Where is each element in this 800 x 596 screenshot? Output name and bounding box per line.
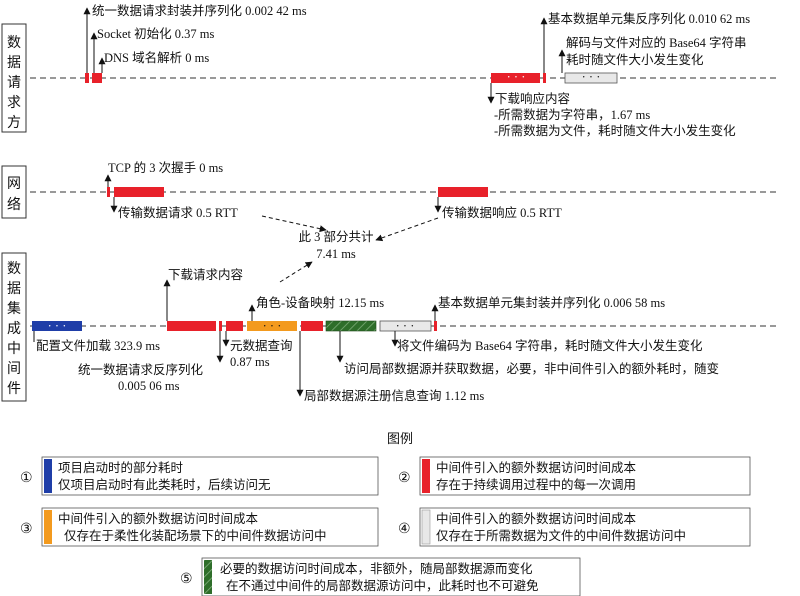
segment-mw-local-access: [325, 320, 377, 332]
legend-line1: 项目启动时的部分耗时: [58, 460, 184, 475]
arrow-total-from-response: [375, 217, 439, 242]
legend-line2: 仅存在于所需数据为文件的中间件数据访问中: [436, 528, 686, 543]
legend-box: [41, 507, 379, 547]
legend-num: ①: [20, 471, 33, 486]
legend-line2: 在不通过中间件的局部数据源访问中，此耗时也不可避免: [226, 578, 539, 593]
row-middleware-char: 成: [7, 321, 21, 337]
row-network-char: 络: [7, 197, 21, 213]
label-mw-config: 配置文件加载 323.9 ms: [36, 338, 160, 353]
row-label-middleware: 数 据 集 成 中 间 件: [1, 252, 27, 402]
segment-client-decode: [564, 72, 618, 84]
legend-swatch: [44, 459, 52, 493]
segment-network-tcp: [107, 187, 110, 197]
label-tcp: TCP 的 3 次握手 0 ms: [108, 160, 223, 175]
arrow-total-from-download: [279, 261, 313, 283]
label-download: 下载响应内容: [495, 91, 570, 106]
dots-mw-config: · · ·: [48, 319, 67, 333]
arrow-total-from-request: [261, 215, 327, 233]
label-mw-base64: 将文件编码为 Base64 字符串，耗时随文件大小发生变化: [397, 338, 703, 353]
segment-mw-config: [32, 321, 82, 331]
label-deserialize: 基本数据单元集反序列化 0.010 62 ms: [548, 11, 750, 26]
dots-client-download: · · ·: [507, 70, 526, 84]
segment-mw-meta-query: [226, 321, 243, 331]
label-decode-2: 耗时随文件大小发生变化: [566, 52, 704, 67]
legend-line2: 仅存在于柔性化装配场景下的中间件数据访问中: [64, 528, 327, 543]
label-decode-1: 解码与文件对应的 Base64 字符串: [566, 35, 747, 50]
row-middleware-char: 数: [7, 261, 21, 277]
label-mw-unified-deser-val: 0.005 06 ms: [118, 379, 180, 393]
row-client-char: 请: [7, 75, 21, 91]
legend-line1: 中间件引入的额外数据访问时间成本: [436, 460, 637, 475]
legend-num: ⑤: [180, 572, 193, 587]
row-middleware-char: 间: [7, 361, 21, 377]
segment-client-download: [491, 73, 540, 83]
segment-network-response: [438, 187, 488, 197]
label-mw-serialize-units: 基本数据单元集封装并序列化 0.006 58 ms: [438, 295, 665, 310]
legend-box: [419, 456, 751, 496]
legend-line2: 仅项目启动时有此类耗时，后续访问无: [58, 478, 271, 492]
row-network-char: 网: [7, 177, 21, 192]
row-middleware-char: 中: [7, 341, 21, 357]
label-download-str: -所需数据为字符串，1.67 ms: [494, 107, 650, 122]
legend-item-3: ③ 中间件引入的额外数据访问时间成本 仅存在于柔性化装配场景下的中间件数据访问中: [20, 507, 379, 547]
segment-mw-role-mapping: [247, 321, 297, 331]
row-label-client: 数 据 请 求 方: [1, 23, 27, 133]
legend-item-2: ② 中间件引入的额外数据访问时间成本 存在于持续调用过程中的每一次调用: [398, 456, 751, 496]
label-mw-meta-query-val: 0.87 ms: [230, 355, 270, 369]
label-download-file: -所需数据为文件，耗时随文件大小发生变化: [494, 123, 736, 138]
segment-mw-serialize-units: [434, 321, 437, 331]
legend-line1: 中间件引入的额外数据访问时间成本: [58, 511, 259, 526]
dots-mw-role: · · ·: [263, 319, 282, 333]
row-client-char: 据: [7, 55, 21, 71]
segment-client-socket: [92, 73, 102, 83]
legend-item-5: ⑤ 必要的数据访问时间成本，非额外，随局部数据源而变化 在不通过中间件的局部数据…: [180, 557, 581, 596]
label-mw-local-register: 局部数据源注册信息查询 1.12 ms: [304, 388, 484, 403]
segment-network-request: [114, 187, 164, 197]
legend-swatch-hatched: [204, 560, 212, 594]
segment-mw-local-register: [301, 321, 323, 331]
dots-mw-base64: · · ·: [396, 319, 415, 333]
legend-box: [41, 456, 379, 496]
legend-box: [201, 557, 581, 596]
label-mw-meta-query: 元数据查询: [230, 338, 293, 353]
segment-client-deserialize: [543, 73, 546, 83]
legend-num: ②: [398, 471, 411, 486]
label-mw-unified-deser: 统一数据请求反序列化: [78, 362, 204, 377]
segment-client-serialize: [85, 73, 89, 83]
legend-swatch: [44, 510, 52, 544]
label-mw-local-access: 访问局部数据源并获取数据，必要，非中间件引入的额外耗时，随变: [344, 361, 719, 376]
legend-title: 图例: [387, 431, 413, 446]
legend-item-4: ④ 中间件引入的额外数据访问时间成本 仅存在于所需数据为文件的中间件数据访问中: [398, 507, 751, 547]
label-mw-download-request: 下载请求内容: [168, 267, 243, 282]
label-serialize: 统一数据请求封装并序列化 0.002 42 ms: [92, 3, 307, 18]
label-send-response: 传输数据响应 0.5 RTT: [442, 205, 562, 220]
segment-mw-base64: [379, 320, 432, 332]
legend-num: ④: [398, 522, 411, 537]
label-mw-role: 角色-设备映射 12.15 ms: [256, 295, 384, 310]
label-dns: DNS 域名解析 0 ms: [104, 50, 209, 65]
legend-box: [419, 507, 751, 547]
legend-item-1: ① 项目启动时的部分耗时 仅项目启动时有此类耗时，后续访问无: [20, 456, 379, 496]
legend-swatch: [422, 459, 430, 493]
label-socket: Socket 初始化 0.37 ms: [97, 27, 214, 41]
label-total-1: 此 3 部分共计: [298, 229, 373, 244]
row-client-char: 方: [7, 115, 21, 131]
legend-line1: 必要的数据访问时间成本，非额外，随局部数据源而变化: [220, 561, 533, 576]
label-send-request: 传输数据请求 0.5 RTT: [118, 205, 238, 220]
row-client-char: 求: [7, 95, 21, 111]
label-total-2: 7.41 ms: [316, 247, 356, 261]
legend-line2: 存在于持续调用过程中的每一次调用: [436, 477, 636, 492]
row-middleware-char: 据: [7, 281, 21, 297]
legend-num: ③: [20, 522, 33, 537]
row-middleware-char: 件: [7, 381, 21, 397]
legend-swatch: [421, 509, 431, 545]
segment-mw-download-request: [167, 321, 216, 331]
row-client-char: 数: [7, 35, 21, 51]
row-label-network: 网 络: [1, 165, 27, 219]
segment-mw-unified-deser: [219, 321, 222, 331]
dots-client-decode: · · ·: [582, 70, 601, 84]
legend-line1: 中间件引入的额外数据访问时间成本: [436, 511, 637, 526]
row-middleware-char: 集: [7, 300, 21, 317]
